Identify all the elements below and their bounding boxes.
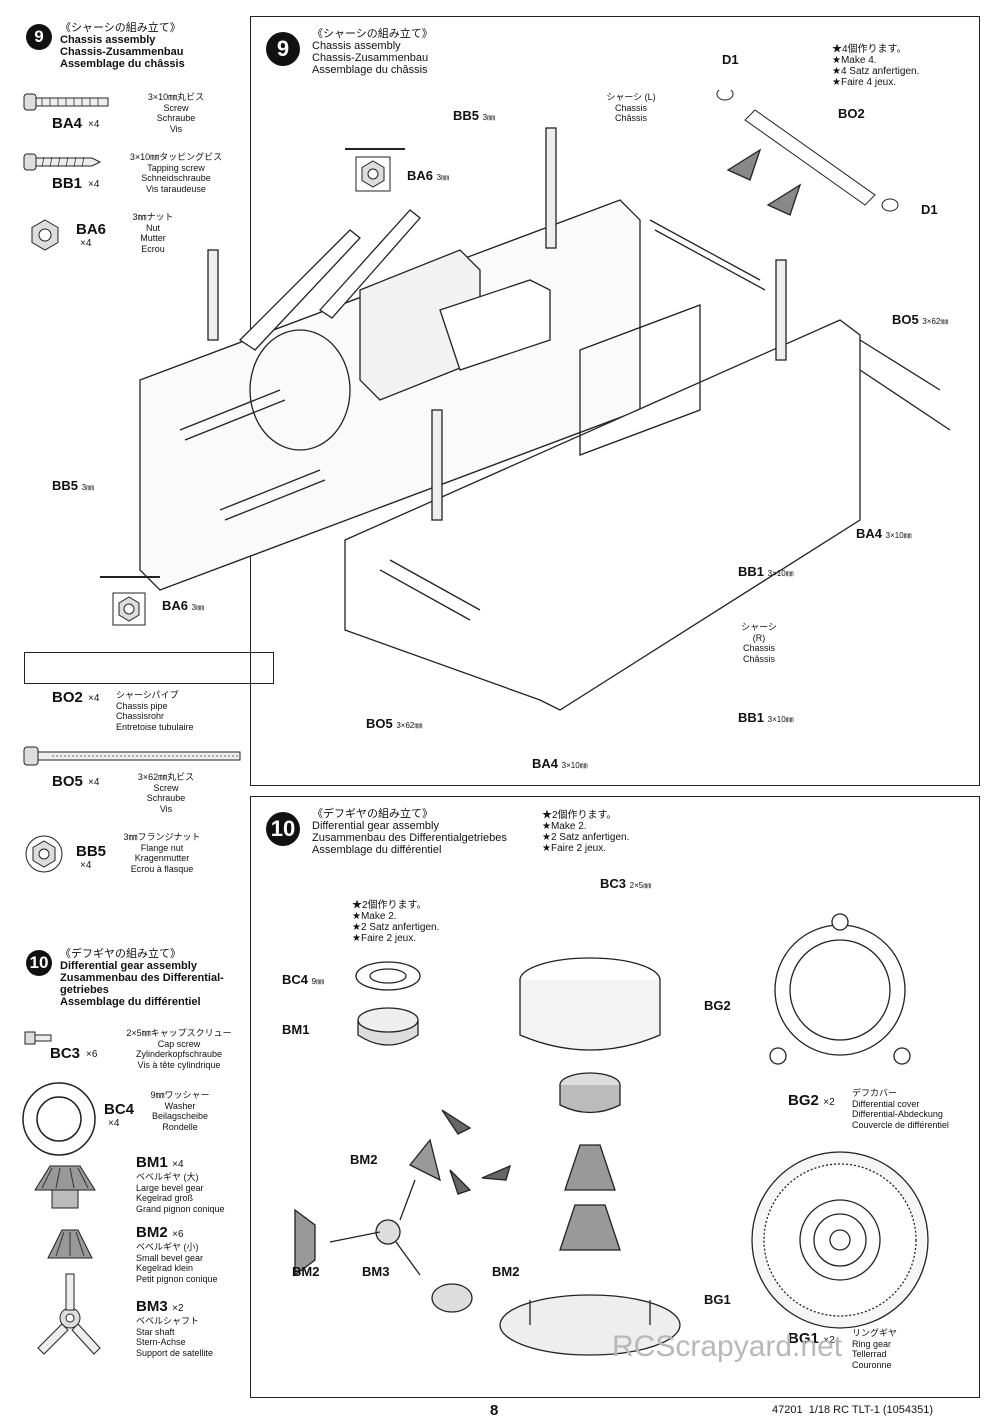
part-qty: ×4: [88, 119, 100, 130]
part-code: BA4: [52, 115, 83, 132]
part-qty: ×4: [88, 179, 100, 190]
label-bo2: BO2: [838, 106, 865, 121]
small-bevel-gear-bm2-icon: [47, 1229, 93, 1259]
step9-panel-title: 《シャーシの組み立て》 Chassis assembly Chassis-Zus…: [312, 28, 433, 76]
step10-panel: [250, 796, 980, 1398]
part-qty: ×4: [80, 860, 92, 871]
long-screw-bo5-icon: [23, 746, 241, 766]
step9-panel-badge: 9: [266, 32, 300, 66]
step10-panel-badge: 10: [266, 812, 300, 846]
screw-ba4-icon: [23, 93, 109, 111]
chassis-assembly-diagram: [139, 90, 951, 711]
watermark: RCScrapyard.net: [612, 1330, 843, 1363]
document-reference: 47201 1/18 RC TLT-1 (1054351): [772, 1404, 934, 1416]
label-ba6: BA6 3㎜: [162, 598, 205, 613]
label-bo5: BO5 3×62㎜: [366, 716, 423, 731]
label-ba4: BA4 3×10㎜: [532, 756, 588, 771]
ba6-callout: [100, 576, 160, 628]
label-bm1: BM1: [282, 1022, 310, 1037]
tapping-screw-bb1-icon: [23, 153, 102, 171]
part-qty: ×4: [80, 238, 92, 249]
label-bb1: BB1 3×10㎜: [738, 710, 794, 725]
large-bevel-gear-bm1-icon: [34, 1165, 96, 1209]
star-shaft-bm3-icon: [37, 1273, 101, 1355]
page-number: 8: [490, 1402, 499, 1419]
part-bg2: BG2 ×2: [788, 1092, 835, 1109]
cap-screw-bc3-icon: [24, 1031, 52, 1045]
make-note: ★2個作ります。★Make 2.★2 Satz anfertigen.★Fair…: [542, 810, 630, 854]
label-ba4: BA4 3×10㎜: [856, 526, 912, 541]
nut-ba6-icon: [112, 592, 146, 626]
label-ba6: BA6 3㎜: [407, 168, 450, 183]
part-qty: ×4: [88, 693, 100, 704]
washer-bc4-icon: [22, 1082, 96, 1156]
label-bm2: BM2: [492, 1264, 520, 1279]
part-code: BB5: [76, 843, 107, 860]
nut-ba6-icon: [31, 219, 59, 251]
nut-ba6-icon: [355, 156, 391, 192]
step10-panel-title: 《デフギヤの組み立て》 Differential gear assembly Z…: [312, 808, 507, 856]
step10-badge: 10: [26, 950, 52, 976]
make-note: ★4個作ります。★Make 4.★4 Satz anfertigen.★Fair…: [832, 44, 920, 88]
part-code: BB1: [52, 175, 83, 192]
label-bo5: BO5 3×62㎜: [892, 312, 949, 327]
label-bm2: BM2: [292, 1264, 320, 1279]
label-bg2: BG2: [704, 998, 731, 1013]
label-bm2: BM2: [350, 1152, 378, 1167]
part-bg1: BG1 ×2: [788, 1330, 835, 1347]
label-bc3: BC3 2×5㎜: [600, 876, 652, 891]
part-qty: ×4: [108, 1118, 120, 1129]
flange-nut-bb5-icon: [25, 835, 63, 873]
part-qty: ×4: [88, 777, 100, 788]
label-bm3: BM3: [362, 1264, 390, 1279]
label-d1: D1: [921, 202, 938, 217]
make-note: ★2個作ります。★Make 2.★2 Satz anfertigen.★Fair…: [352, 900, 440, 944]
part-code: BO2: [52, 689, 83, 706]
label-d1: D1: [722, 52, 739, 67]
label-bb1: BB1 3×10㎜: [738, 564, 794, 579]
label-bg1: BG1: [704, 1292, 731, 1307]
label-bb5: BB5 3㎜: [453, 108, 496, 123]
ba6-callout: [345, 148, 405, 194]
step10-sidebar-title: 《デフギヤの組み立て》 Differential gear assembly Z…: [60, 948, 224, 1008]
step9-sidebar-title: 《シャーシの組み立て》 Chassis assembly Chassis-Zus…: [60, 22, 185, 70]
pipe-bo2-icon: [24, 652, 274, 684]
part-code: BC4: [104, 1101, 135, 1118]
differential-diagram: [294, 913, 929, 1356]
step9-badge: 9: [26, 24, 52, 50]
part-qty: ×6: [86, 1049, 98, 1060]
part-code: BO5: [52, 773, 83, 790]
label-bb5: BB5 3㎜: [52, 478, 95, 493]
part-code: BA6: [76, 221, 107, 238]
part-code: BC3: [50, 1045, 81, 1062]
label-bc4: BC4 9㎜: [282, 972, 325, 987]
